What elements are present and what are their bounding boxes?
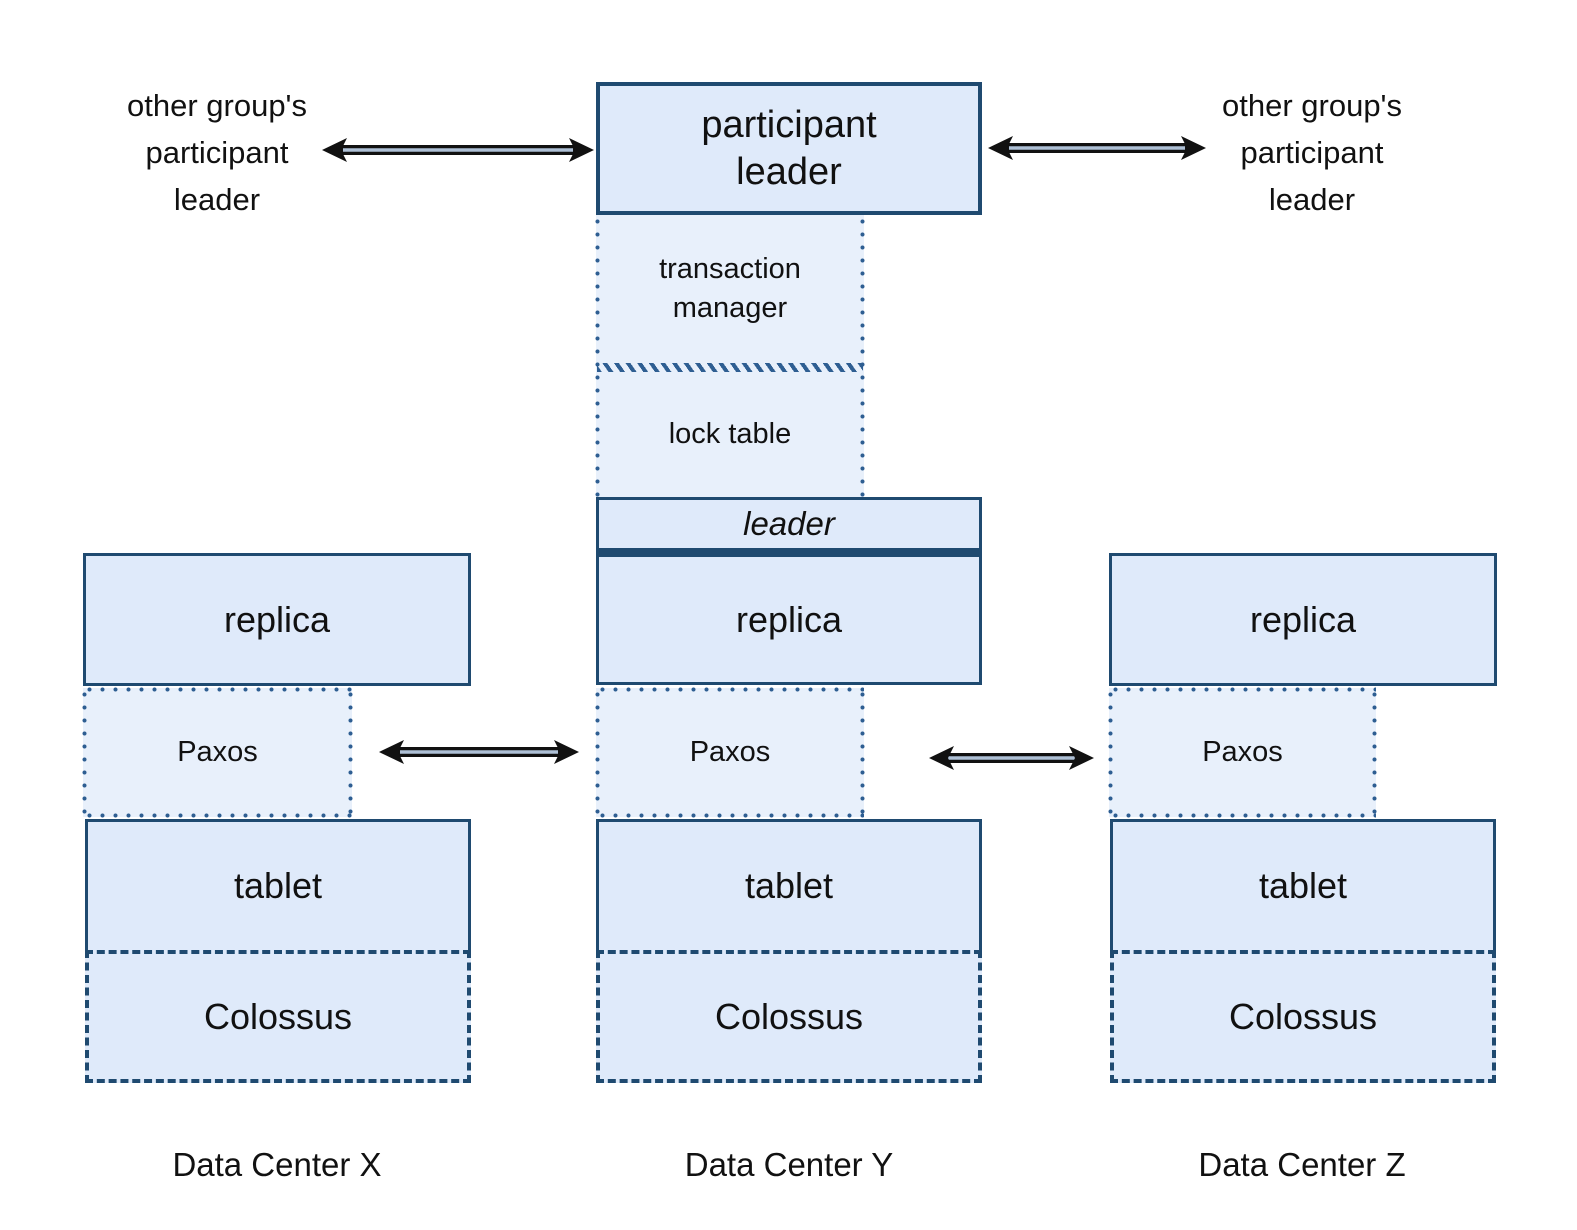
lock-table-label: lock table	[668, 418, 792, 450]
paxos-label: Paxos	[177, 736, 258, 768]
tablet-box-z: tablet	[1110, 819, 1496, 950]
replica-box-y: replica	[596, 552, 982, 685]
dotted-border-left	[595, 215, 600, 497]
arrow-external-right	[987, 131, 1207, 165]
transaction-manager-lock-table-region: transaction manager lock table	[595, 215, 865, 497]
colossus-box-x: Colossus	[85, 950, 471, 1083]
datacenter-label-text: Data Center Z	[1198, 1146, 1406, 1183]
datacenter-label-text: Data Center Y	[684, 1146, 894, 1183]
datacenter-label-x: Data Center X	[97, 1140, 457, 1190]
arrow-paxos-left	[378, 735, 580, 769]
arrow-paxos-right	[928, 741, 1095, 775]
tablet-label: tablet	[233, 865, 323, 906]
hatched-divider	[597, 363, 863, 372]
replica-label: replica	[1249, 598, 1357, 640]
colossus-label: Colossus	[203, 995, 353, 1037]
paxos-region-x: Paxos	[82, 687, 353, 818]
arrow-external-left	[321, 133, 595, 167]
datacenter-label-z: Data Center Z	[1122, 1140, 1482, 1190]
datacenter-label-y: Data Center Y	[609, 1140, 969, 1190]
dotted-border-top	[1109, 687, 1376, 692]
dotted-border-left	[595, 688, 600, 817]
leader-box: leader	[596, 497, 982, 552]
external-leader-label-right: other group's participant leader	[1222, 88, 1402, 217]
transaction-manager-region: transaction manager	[596, 215, 864, 363]
replica-label: replica	[223, 598, 331, 640]
colossus-box-z: Colossus	[1110, 950, 1496, 1083]
dotted-border-top	[596, 687, 864, 692]
tablet-label: tablet	[1258, 865, 1348, 906]
dotted-border-bottom	[83, 813, 352, 818]
dotted-border-right	[860, 688, 865, 817]
dotted-border-top	[83, 687, 352, 692]
external-leader-label-left: other group's participant leader	[127, 88, 307, 217]
paxos-label: Paxos	[1202, 736, 1283, 768]
dotted-border-left	[1108, 688, 1113, 817]
dotted-border-bottom	[596, 813, 864, 818]
leader-label: leader	[743, 505, 835, 542]
tablet-box-y: tablet	[596, 819, 982, 950]
colossus-box-y: Colossus	[596, 950, 982, 1083]
paxos-label: Paxos	[689, 736, 771, 768]
dotted-border-right	[860, 215, 865, 497]
transaction-manager-label: transaction manager	[659, 253, 801, 324]
participant-leader-box: participant leader	[596, 82, 982, 215]
paxos-region-z: Paxos	[1108, 687, 1377, 818]
replica-label: replica	[735, 598, 843, 640]
dotted-border-bottom	[1109, 813, 1376, 818]
datacenter-label-text: Data Center X	[172, 1146, 382, 1183]
colossus-label: Colossus	[714, 995, 864, 1037]
dotted-border-left	[82, 688, 87, 817]
lock-table-region: lock table	[596, 372, 864, 497]
replica-box-z: replica	[1109, 553, 1497, 686]
replica-box-x: replica	[83, 553, 471, 686]
dotted-border-right	[348, 688, 353, 817]
paxos-region-y: Paxos	[595, 687, 865, 818]
dotted-border-right	[1372, 688, 1377, 817]
colossus-label: Colossus	[1228, 995, 1378, 1037]
participant-leader-label: participant leader	[701, 103, 877, 193]
tablet-label: tablet	[744, 865, 834, 906]
tablet-box-x: tablet	[85, 819, 471, 950]
